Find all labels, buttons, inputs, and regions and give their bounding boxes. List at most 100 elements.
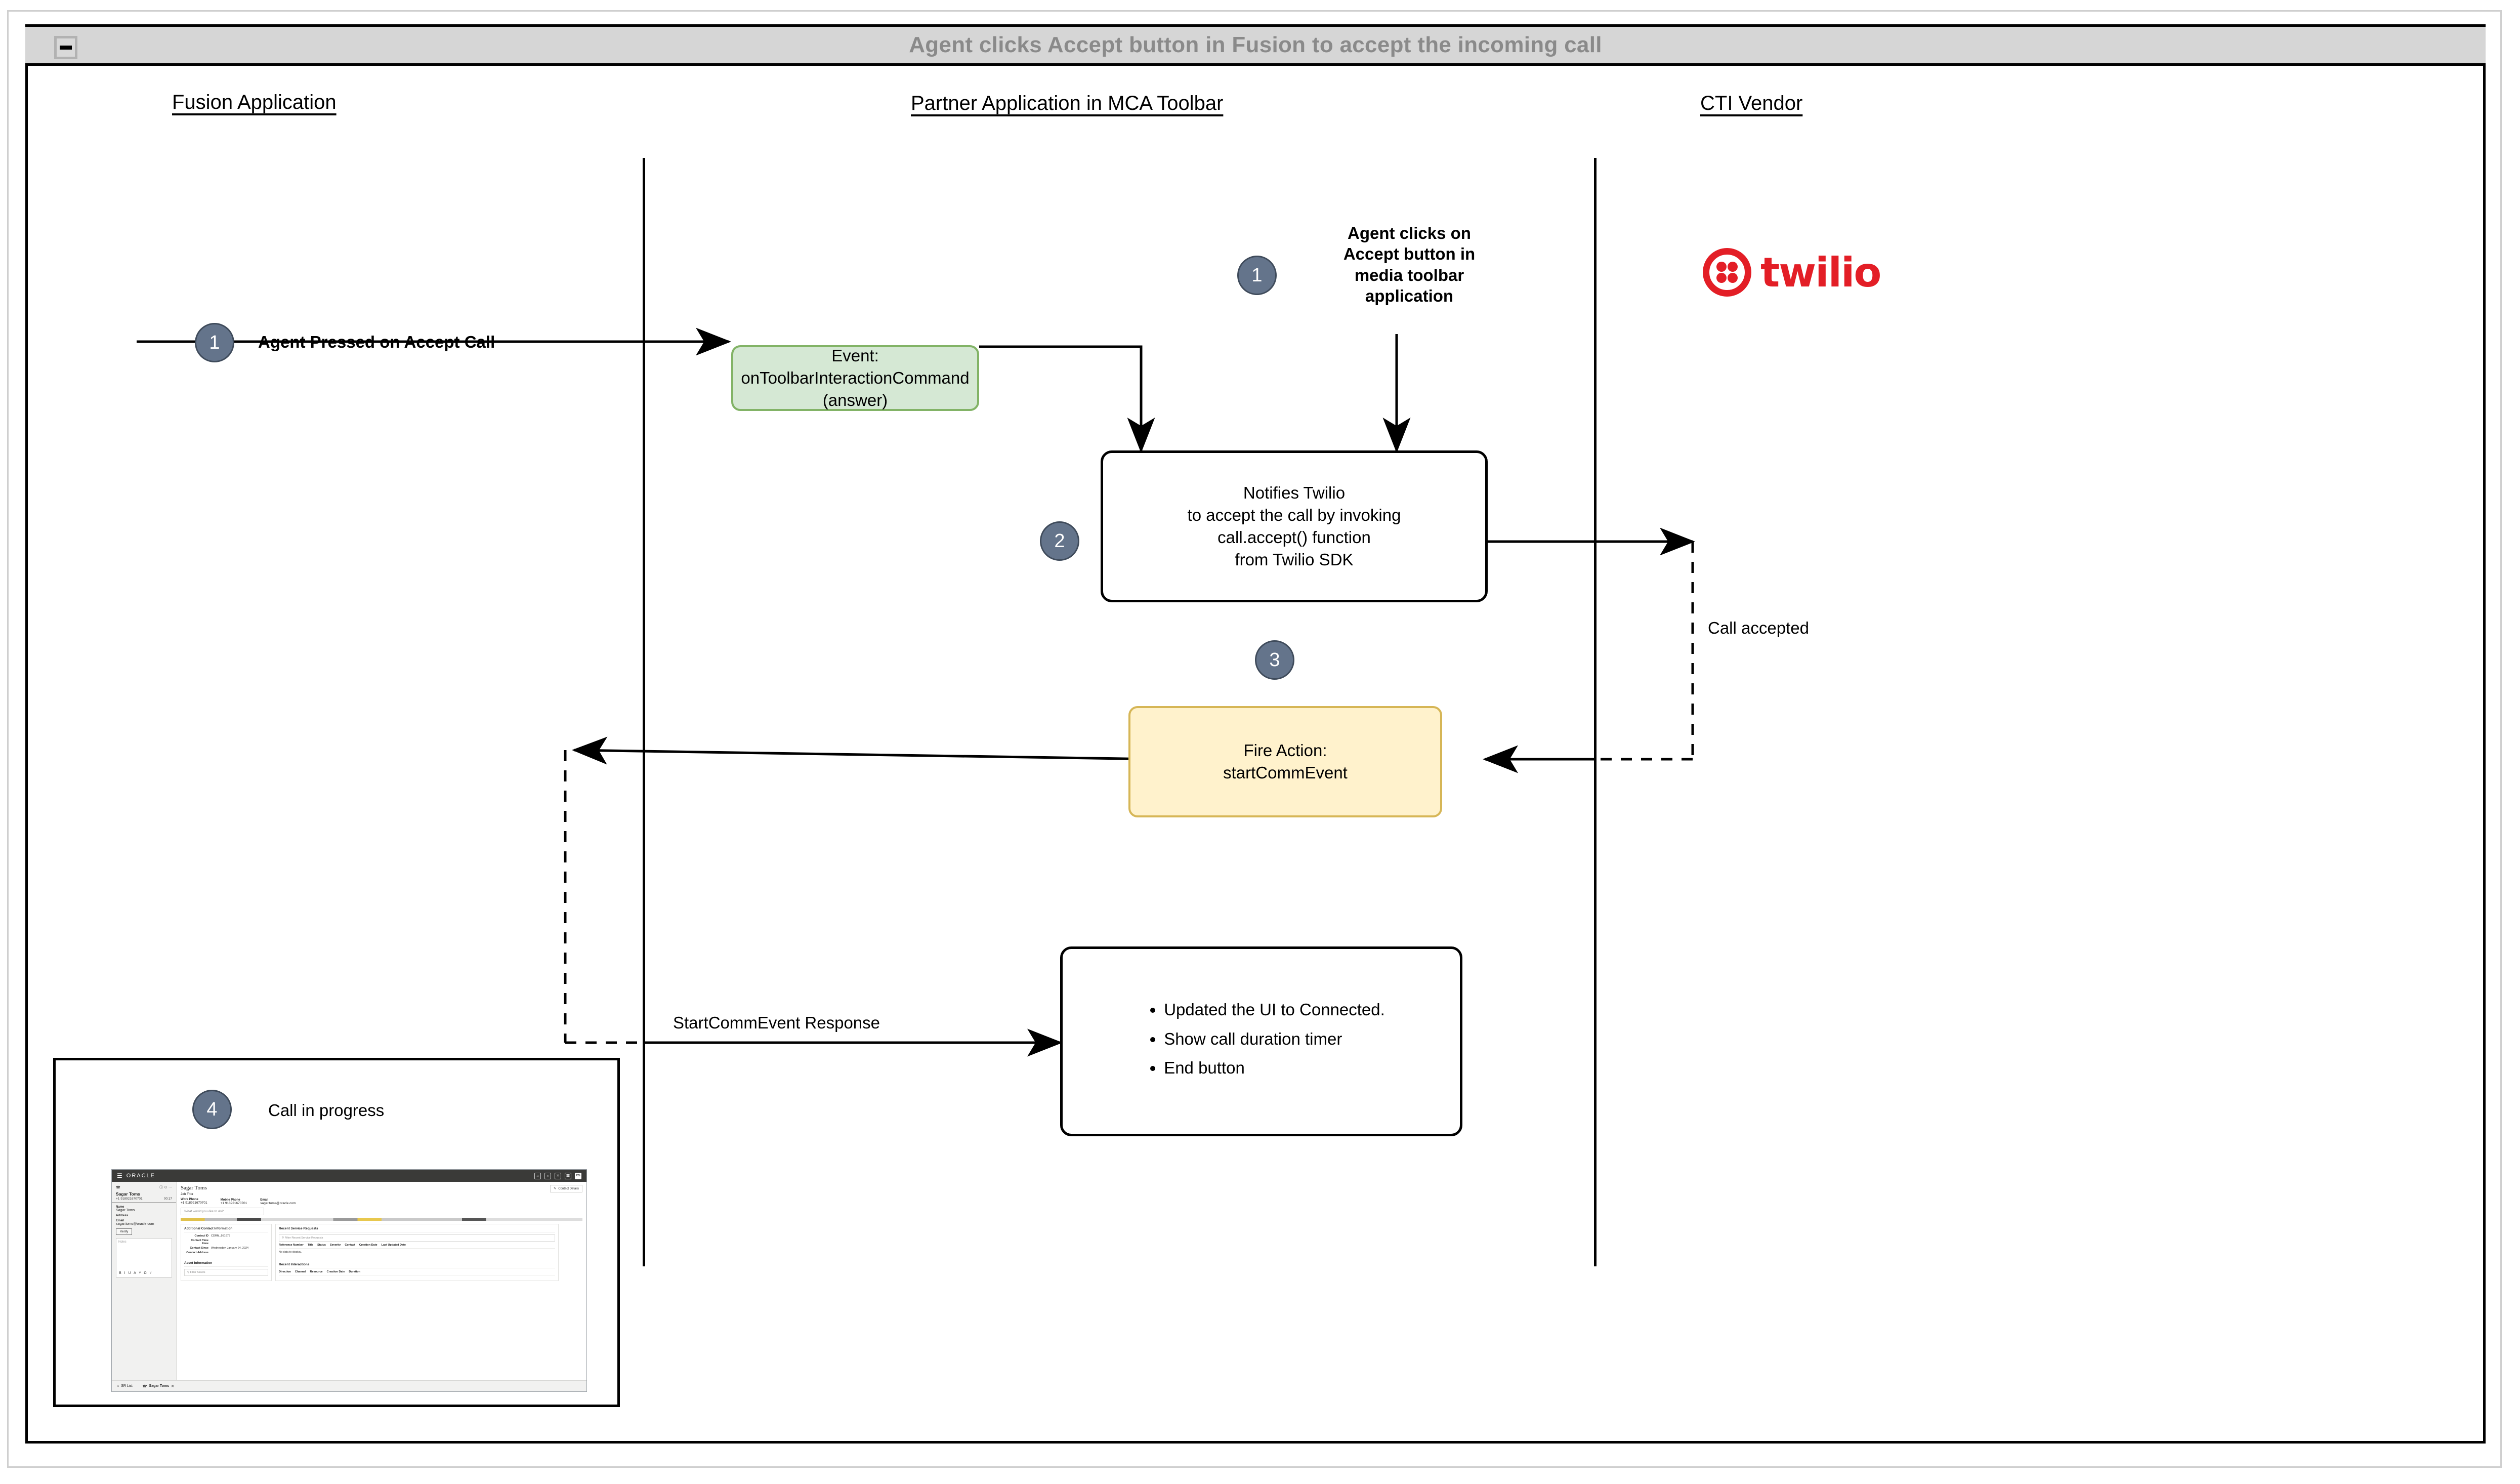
row-key: Contact Time Zone	[191, 1239, 208, 1245]
row-key: Contact Address	[186, 1251, 208, 1254]
phone-icon: ☎	[116, 1186, 120, 1189]
taskbar-item-contact[interactable]: ☎ Sagar Toms ✕	[143, 1384, 174, 1388]
call-contact-name: Sagar Toms	[116, 1191, 141, 1197]
label-startcommevent-response: StartCommEvent Response	[673, 1013, 880, 1032]
info-icon[interactable]: ⓘ	[159, 1186, 163, 1189]
fusion-app-screenshot: ☰ ORACLE ⌂ ☼ ✕ ☎ CS ☎ ⓘ	[111, 1169, 587, 1392]
transfer-icon[interactable]: ✕	[555, 1172, 561, 1179]
column-header[interactable]: Resource	[310, 1270, 323, 1273]
email-label: Email	[260, 1199, 269, 1202]
column-header[interactable]: Creation Date	[359, 1244, 377, 1247]
filter-sr-input[interactable]: ⚲ Filter Recent Service Requests	[279, 1234, 555, 1242]
contact-details-button[interactable]: ✎ Contact Details	[550, 1185, 582, 1192]
row-value: CDRM_951675	[211, 1234, 230, 1238]
column-header[interactable]: Reference Number	[279, 1244, 304, 1247]
column-header[interactable]: Title	[307, 1244, 314, 1247]
additional-contact-heading: Additional Contact Information	[184, 1227, 268, 1232]
column-header[interactable]: Contact	[345, 1244, 355, 1247]
call-in-progress-card: 4 Call in progress ☰ ORACLE ⌂ ☼ ✕ ☎ CS	[53, 1058, 620, 1407]
sr-table-header: Reference Number Title Status Severity C…	[279, 1244, 555, 1249]
sr-empty-state: No data to display.	[279, 1251, 302, 1254]
row-key: Contact ID	[194, 1234, 209, 1238]
taskbar-sr-list-label: SR List	[121, 1384, 133, 1388]
fire-action-box: Fire Action: startCommEvent	[1128, 706, 1442, 817]
list-item: End button	[1164, 1056, 1385, 1080]
call-contact-meta: +1 918921670701 00:17	[116, 1197, 172, 1201]
column-header[interactable]: Direction	[279, 1270, 291, 1273]
row-value: Wednesday, January 24, 2024	[211, 1247, 249, 1250]
search-icon: ⚲	[187, 1271, 190, 1274]
fire-action-line2: startCommEvent	[1223, 763, 1348, 782]
home-icon[interactable]: ⌂	[534, 1172, 541, 1179]
recent-interactions-heading: Recent Interactions	[279, 1263, 555, 1268]
row-key: Contact Since	[190, 1247, 208, 1250]
filter-sr-placeholder: Filter Recent Service Requests	[284, 1236, 323, 1240]
notify-line2: to accept the call by invoking	[1187, 506, 1401, 525]
email-value: sagar.toms@oracle.com	[260, 1202, 296, 1205]
notes-editor[interactable]: Notes B I U A ˅ Ω ˅	[116, 1238, 172, 1277]
field-value-name: Sagar Toms	[116, 1209, 135, 1212]
call-duration-timer: 00:17	[163, 1197, 172, 1201]
lane-header-partner: Partner Application in MCA Toolbar	[911, 92, 1224, 114]
ask-input[interactable]: What would you like to do?	[181, 1208, 264, 1215]
banner-strip	[181, 1218, 582, 1221]
minus-icon[interactable]	[54, 36, 77, 59]
column-header[interactable]: Status	[317, 1244, 326, 1247]
step-badge-2: 2	[1040, 521, 1079, 561]
taskbar-item-sr-list[interactable]: ⌂ SR List	[117, 1384, 133, 1388]
edit-contact-icon: ✎	[554, 1187, 557, 1190]
avatar[interactable]: CS	[575, 1172, 581, 1179]
field-value-email: sagar.toms@oracle.com	[116, 1222, 154, 1226]
mobile-phone-label: Mobile Phone	[220, 1199, 240, 1202]
step-badge-3: 3	[1255, 640, 1294, 680]
call-contact-phone: +1 918921670701	[116, 1197, 143, 1201]
label-agent-clicks-line4: application	[1365, 286, 1454, 305]
interactions-table-header: Direction Channel Resource Creation Date…	[279, 1270, 555, 1275]
call-panel-actions: ⓘ ☉ ⋯	[159, 1185, 172, 1190]
field-label-name: Name	[116, 1206, 124, 1209]
label-agent-clicks-line1: Agent clicks on	[1348, 224, 1471, 242]
column-header[interactable]: Duration	[349, 1270, 361, 1273]
column-header[interactable]: Channel	[295, 1270, 306, 1273]
label-agent-clicks: Agent clicks on Accept button in media t…	[1313, 223, 1505, 306]
diagram-titlebar: Agent clicks Accept button in Fusion to …	[25, 24, 2486, 66]
header-icon-group: ⌂ ☼ ✕ ☎ CS	[534, 1172, 581, 1179]
search-icon: ⚲	[282, 1236, 284, 1240]
microphone-icon[interactable]: ☉	[164, 1186, 168, 1189]
step-badge-4: 4	[192, 1090, 232, 1129]
event-box-line2: onToolbarInteractionCommand	[741, 368, 970, 388]
event-box: Event: onToolbarInteractionCommand (answ…	[731, 345, 979, 411]
lane-header-fusion: Fusion Application	[172, 91, 337, 113]
page-title: Agent clicks Accept button in Fusion to …	[909, 32, 1602, 57]
recent-service-requests-card: Recent Service Requests ⚲ Filter Recent …	[275, 1224, 559, 1281]
home-icon: ⌂	[117, 1384, 119, 1388]
filter-assets-input[interactable]: ⚲ Filter Assets	[184, 1269, 268, 1276]
contact-details-label: Contact Details	[558, 1187, 579, 1190]
table-row: Contact Address	[184, 1251, 268, 1254]
column-header[interactable]: Creation Date	[326, 1270, 345, 1273]
column-header[interactable]: Severity	[329, 1244, 341, 1247]
contact-detail-panel: ✎ Contact Details Sagar Toms Job Title W…	[177, 1182, 586, 1380]
close-icon[interactable]: ✕	[171, 1384, 174, 1388]
notes-toolbar[interactable]: B I U A ˅ Ω ˅	[119, 1271, 153, 1275]
work-phone-value: +1 918921670701	[181, 1201, 207, 1205]
bell-icon[interactable]: ☼	[544, 1172, 551, 1179]
additional-contact-card: Additional Contact Information Contact I…	[181, 1224, 272, 1281]
hamburger-icon[interactable]: ☰	[117, 1172, 122, 1179]
call-panel: ☎ ⓘ ☉ ⋯ Sagar Toms +1 918921670701 00:17…	[112, 1182, 177, 1380]
column-header[interactable]: Last Updated Date	[381, 1244, 406, 1247]
label-call-in-progress: Call in progress	[268, 1101, 385, 1120]
ellipsis-icon[interactable]: ⋯	[169, 1186, 172, 1189]
list-item: Show call duration timer	[1164, 1027, 1385, 1051]
phone-icon[interactable]: ☎	[565, 1172, 571, 1179]
notes-placeholder: Notes	[118, 1241, 127, 1244]
twilio-wordmark: twilio	[1760, 249, 1881, 296]
diagram-canvas: Fusion Application Partner Application i…	[25, 66, 2486, 1444]
verify-button[interactable]: Verify	[116, 1228, 133, 1235]
table-row: Contact Since Wednesday, January 24, 202…	[184, 1247, 268, 1250]
phone-icon: ☎	[142, 1384, 147, 1388]
ask-placeholder: What would you like to do?	[184, 1210, 224, 1213]
lane-header-cti: CTI Vendor	[1700, 92, 1803, 114]
field-label-address: Address	[116, 1214, 129, 1217]
